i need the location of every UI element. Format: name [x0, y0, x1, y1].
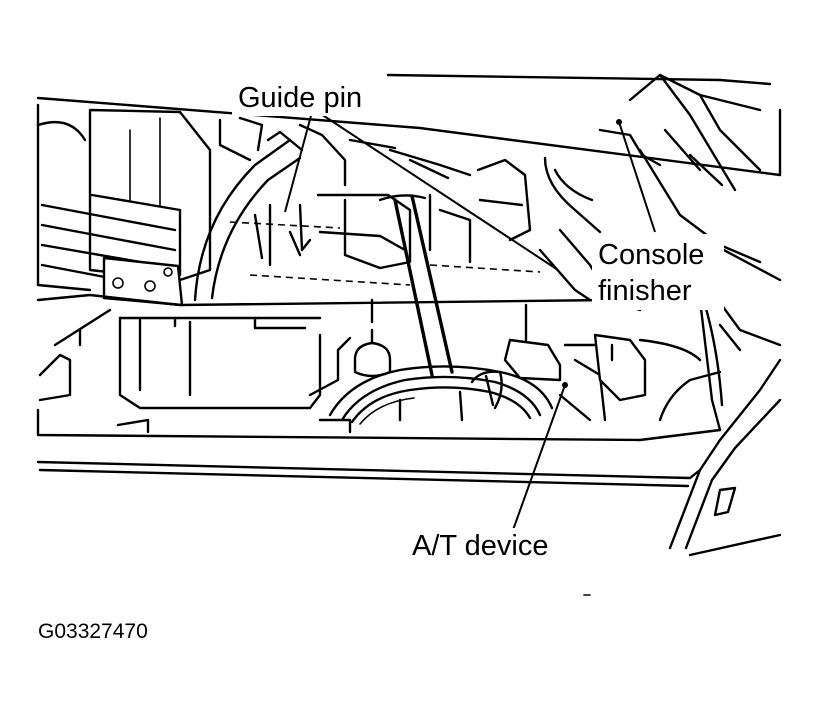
leader-dot-console-finisher — [616, 119, 622, 125]
leader-guide-pin-left — [284, 111, 313, 213]
console-finisher-label-line1: Console — [598, 239, 704, 271]
at-device-label: A/T device — [412, 530, 548, 562]
guide-pin-label: Guide pin — [238, 82, 362, 114]
leader-at-device — [512, 384, 566, 531]
leader-guide-pin-right — [317, 111, 559, 271]
console-finisher-label-line2: finisher — [598, 275, 692, 307]
leader-dot-at-device — [562, 382, 568, 388]
line-art — [36, 73, 782, 596]
labels: Guide pin Console finisher A/T device G0… — [38, 80, 724, 643]
leader-lines — [284, 111, 656, 531]
figure-id: G03327470 — [38, 620, 148, 643]
leader-console-finisher — [618, 121, 656, 233]
